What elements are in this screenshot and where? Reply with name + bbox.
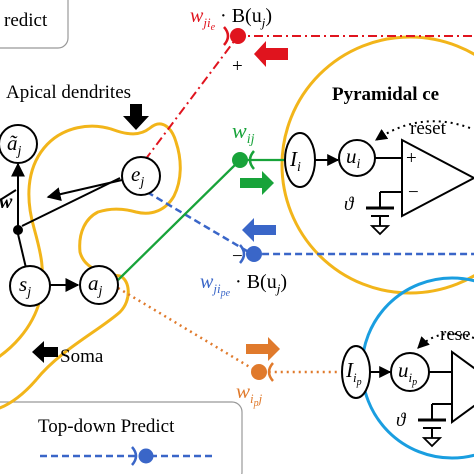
node-a: aj [79, 265, 119, 305]
reset-label: reset [410, 118, 447, 139]
legend-top-label: redict [4, 10, 48, 31]
synapse-green [232, 150, 255, 170]
node-I-i: Ii [284, 132, 316, 188]
svg-text:Iip: Iip [345, 358, 362, 388]
ground-icon [366, 206, 394, 236]
svg-text:sj: sj [19, 272, 31, 300]
synapse-icon [138, 448, 154, 464]
svg-text:uip: uip [398, 358, 417, 388]
edge-left-stub [0, 189, 17, 201]
legend-bottom: Top-down Predict [0, 401, 243, 474]
left-arrow-icon [242, 218, 276, 242]
node-a-tilde: ãj [0, 124, 38, 164]
node-s: sj [9, 265, 51, 307]
synapse-blue [239, 244, 262, 264]
edge-e-left [46, 179, 123, 202]
weight-ij-label: wij [232, 118, 255, 147]
junction-dot [13, 225, 23, 235]
legend-top: redict [0, 0, 69, 49]
dashed-reset-arrow-icon [417, 332, 474, 349]
plus-sign: + [232, 56, 243, 77]
right-arrow-icon [240, 171, 274, 195]
node-I-ip: Iip [341, 345, 371, 399]
weight-jie-label: wjie · B(uj) [190, 5, 272, 33]
orange-connection [117, 286, 340, 374]
minus-sign: − [232, 246, 243, 267]
node-e: ej [121, 156, 161, 196]
edge-junction-e [21, 177, 121, 227]
weight-ipj-label: wipj [236, 379, 263, 409]
neuron-outline [0, 122, 182, 410]
apical-dendrites-label: Apical dendrites [6, 82, 131, 103]
node-u-i: ui [338, 139, 376, 177]
svg-text:ãj: ãj [7, 131, 22, 159]
weight-jipe-label: wjipe · B(uj) [200, 271, 287, 299]
reset-label-2: rese [440, 324, 471, 345]
synapse-icon [131, 446, 138, 466]
left-arrow-icon [32, 341, 58, 363]
svg-text:aj: aj [88, 271, 103, 299]
node-u-ip: uip [390, 352, 430, 392]
ground-icon [418, 418, 446, 448]
svg-text:ui: ui [346, 144, 361, 172]
soma-label: Soma [60, 346, 104, 367]
threshold-label: ϑ [344, 194, 355, 215]
left-arrow-icon [254, 41, 288, 67]
svg-text:ej: ej [131, 162, 144, 190]
pyramidal-cell-label: Pyramidal ce [332, 84, 439, 105]
legend-bottom-label: Top-down Predict [38, 416, 175, 437]
opamp-icon: + − [401, 138, 474, 218]
opamp-icon [451, 350, 474, 424]
right-arrow-icon [246, 337, 280, 361]
partial-w-label: w [0, 191, 13, 213]
svg-text:Ii: Ii [289, 147, 301, 175]
down-arrow-icon [123, 104, 149, 130]
synapse-red [223, 26, 246, 46]
svg-text:+: + [406, 148, 417, 169]
threshold-label-2: ϑ [396, 410, 407, 431]
dashed-reset-arrow-icon [375, 120, 471, 141]
synapse-orange [251, 362, 274, 382]
svg-text:−: − [408, 182, 419, 203]
